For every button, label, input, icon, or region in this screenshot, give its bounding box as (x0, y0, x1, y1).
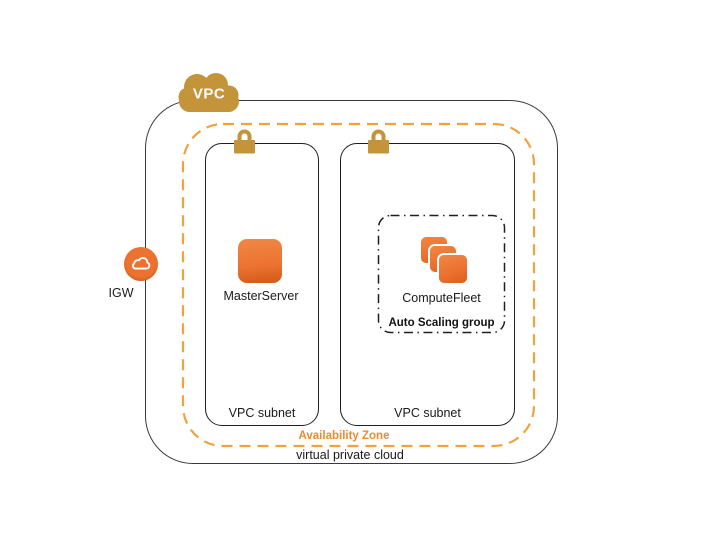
vpc-badge-label: VPC (192, 85, 226, 103)
vpc-boundary-box (145, 100, 558, 464)
availability-zone-label: Availability Zone (298, 430, 390, 442)
vpc-cloud-icon: VPC (176, 70, 242, 114)
subnet-left-label: VPC subnet (228, 406, 296, 420)
lock-icon (368, 129, 389, 154)
master-server-label: MasterServer (223, 289, 299, 303)
master-server-instance-icon (238, 239, 282, 283)
cloud-shape (178, 73, 239, 112)
cloud-outline-icon (132, 257, 151, 270)
auto-scaling-group-label: Auto Scaling group (388, 317, 495, 329)
vpc-subnet-left: VPC subnet (205, 143, 319, 426)
vpc-subnet-right: VPC subnet (340, 143, 515, 426)
igw-label: IGW (108, 286, 134, 300)
internet-gateway-icon (124, 247, 158, 281)
virtual-private-cloud-label: virtual private cloud (296, 448, 404, 462)
lock-icon (234, 129, 255, 154)
subnet-right-label: VPC subnet (394, 406, 461, 420)
compute-fleet-instance-icon (439, 255, 467, 283)
compute-fleet-label: ComputeFleet (402, 291, 481, 305)
